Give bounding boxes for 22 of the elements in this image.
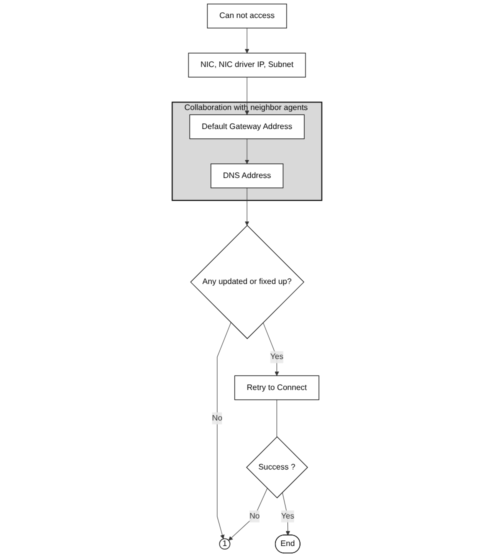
edge-label: No xyxy=(212,414,222,422)
arrow xyxy=(282,492,290,536)
arrow xyxy=(244,28,250,54)
node-diamond xyxy=(190,225,304,340)
edge-label: Yes xyxy=(270,352,284,362)
node-diamond xyxy=(246,436,308,498)
connector xyxy=(276,400,278,438)
edge-label: Yes xyxy=(281,512,294,520)
node-box xyxy=(210,164,284,188)
arrow xyxy=(244,76,250,115)
arrow xyxy=(244,188,250,226)
arrow xyxy=(244,138,250,164)
node-box xyxy=(207,4,287,28)
node-circle xyxy=(219,538,230,550)
node-box xyxy=(188,52,306,78)
cluster xyxy=(172,102,322,201)
arrow xyxy=(228,488,268,541)
arrow xyxy=(262,322,280,376)
arrow xyxy=(216,322,232,540)
node-box xyxy=(189,114,305,140)
edge-label: No xyxy=(249,512,260,520)
node-box xyxy=(234,375,320,400)
